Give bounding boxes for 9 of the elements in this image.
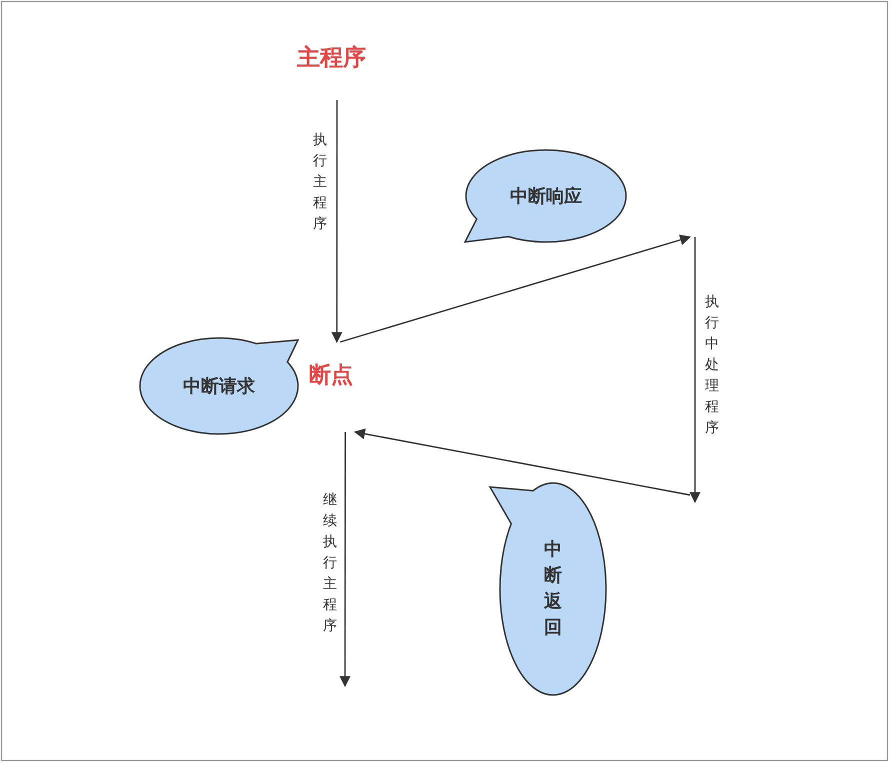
bubble-label: 中断请求: [183, 375, 255, 398]
title-label: 主程序: [297, 44, 366, 73]
bubble-label: 中断响应: [510, 185, 582, 208]
arrow: [354, 428, 690, 496]
bubble-label: 中断返回: [544, 538, 562, 640]
breakpoint-label: 断点: [309, 362, 353, 390]
arrow: [340, 234, 692, 343]
arrow: [340, 432, 350, 688]
arrow: [331, 100, 342, 344]
